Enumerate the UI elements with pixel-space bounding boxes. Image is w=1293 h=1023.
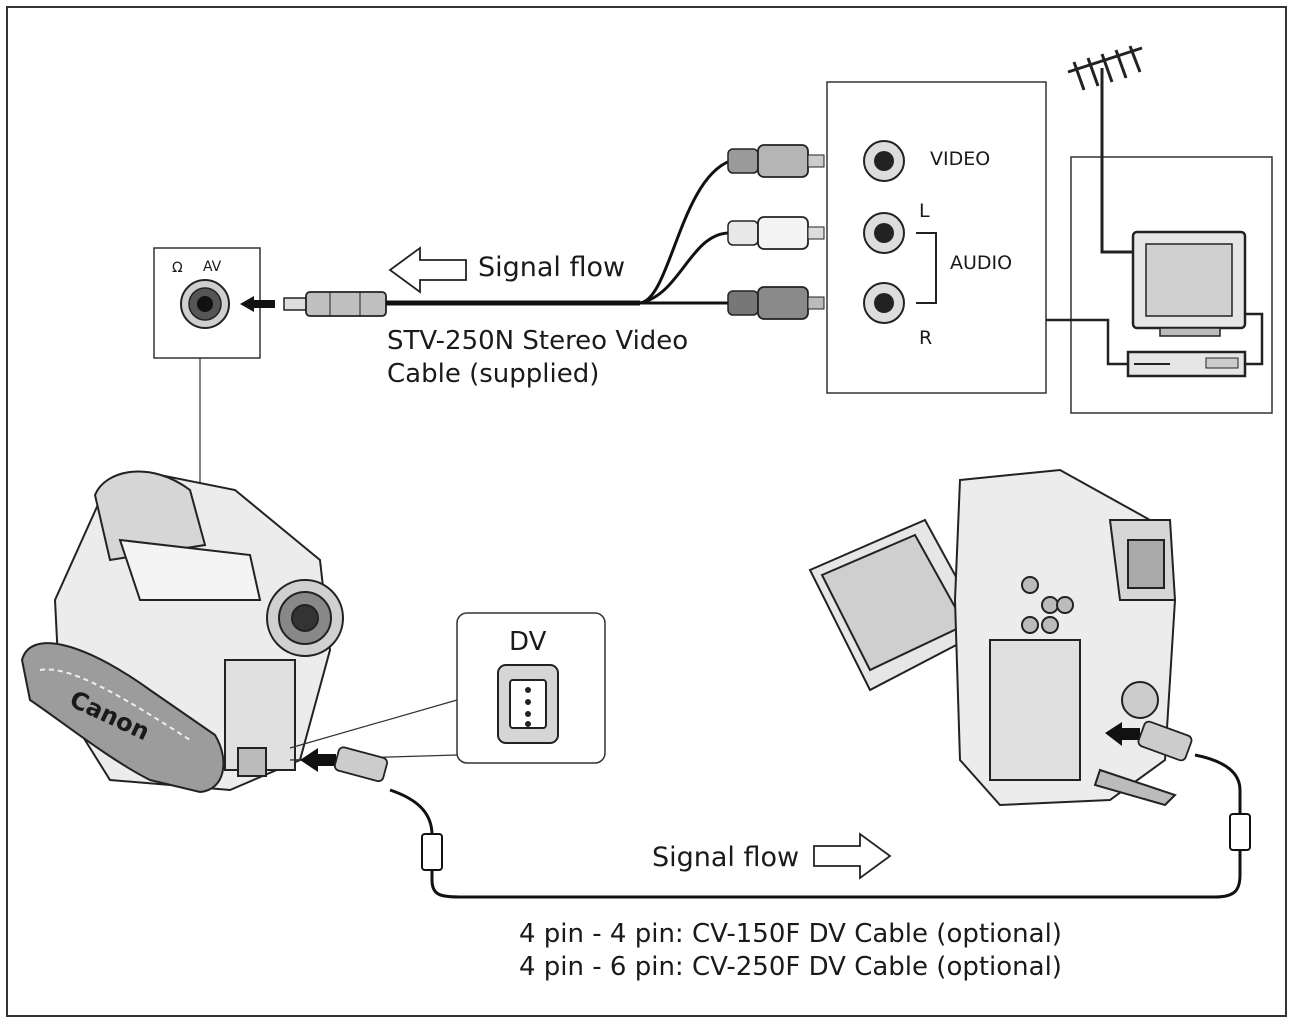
left-dv-plug <box>300 746 388 783</box>
tv-cable <box>1046 318 1128 366</box>
video-label: VIDEO <box>930 148 990 170</box>
audio-bracket <box>916 232 937 304</box>
rca-plug-audio-left <box>727 216 864 250</box>
rca-jack-icon <box>863 212 905 254</box>
diagram-frame <box>6 6 1287 1017</box>
arrow-icon <box>1105 722 1140 746</box>
ferrite-core-left <box>421 833 443 871</box>
stereo-cable-line2: Cable (supplied) <box>387 359 599 389</box>
av-plug <box>240 291 387 317</box>
antenna-icon <box>1067 45 1143 130</box>
tv-vcr-box <box>1046 45 1273 414</box>
signal-flow-bottom: Signal flow <box>652 832 892 880</box>
arrow-icon <box>813 832 892 880</box>
dv-port-icon <box>497 664 559 744</box>
svg-text:Signal flow: Signal flow <box>652 842 799 873</box>
vcr-tv-cable <box>1245 312 1264 366</box>
right-dv-plug <box>1105 720 1193 762</box>
antenna-cable <box>1100 130 1135 254</box>
audio-left-label: L <box>919 200 930 222</box>
rca-jack-icon <box>863 282 905 324</box>
dv-cable-line1: 4 pin - 4 pin: CV-150F DV Cable (optiona… <box>519 919 1062 949</box>
rca-plug-video <box>727 144 864 178</box>
tv-input-panel: VIDEO L AUDIO R <box>826 81 1047 394</box>
ferrite-core-right <box>1229 813 1251 851</box>
rca-jack-icon <box>863 140 905 182</box>
stereo-cable-line1: STV-250N Stereo Video <box>387 326 688 356</box>
av-jack-icon <box>180 279 230 329</box>
tv-icon <box>1131 230 1247 337</box>
camcorder-icon <box>808 468 1177 807</box>
stereo-video-cable <box>386 159 731 306</box>
headphone-icon: Ω <box>172 260 183 276</box>
audio-label: AUDIO <box>950 252 1012 274</box>
signal-flow-top: Signal flow <box>388 246 625 294</box>
av-label: AV <box>203 259 222 275</box>
arrow-icon <box>240 296 275 312</box>
audio-right-label: R <box>919 327 932 349</box>
vcr-icon <box>1126 350 1247 378</box>
arrow-icon <box>388 246 467 294</box>
arrow-icon <box>300 748 336 772</box>
dv-terminal-box: DV <box>289 612 606 764</box>
camcorder-icon: Canon <box>20 470 344 794</box>
dv-cable <box>389 753 1242 899</box>
dv-label: DV <box>509 627 547 657</box>
svg-text:Signal flow: Signal flow <box>478 252 625 283</box>
dv-cable-line2: 4 pin - 6 pin: CV-250F DV Cable (optiona… <box>519 952 1062 982</box>
